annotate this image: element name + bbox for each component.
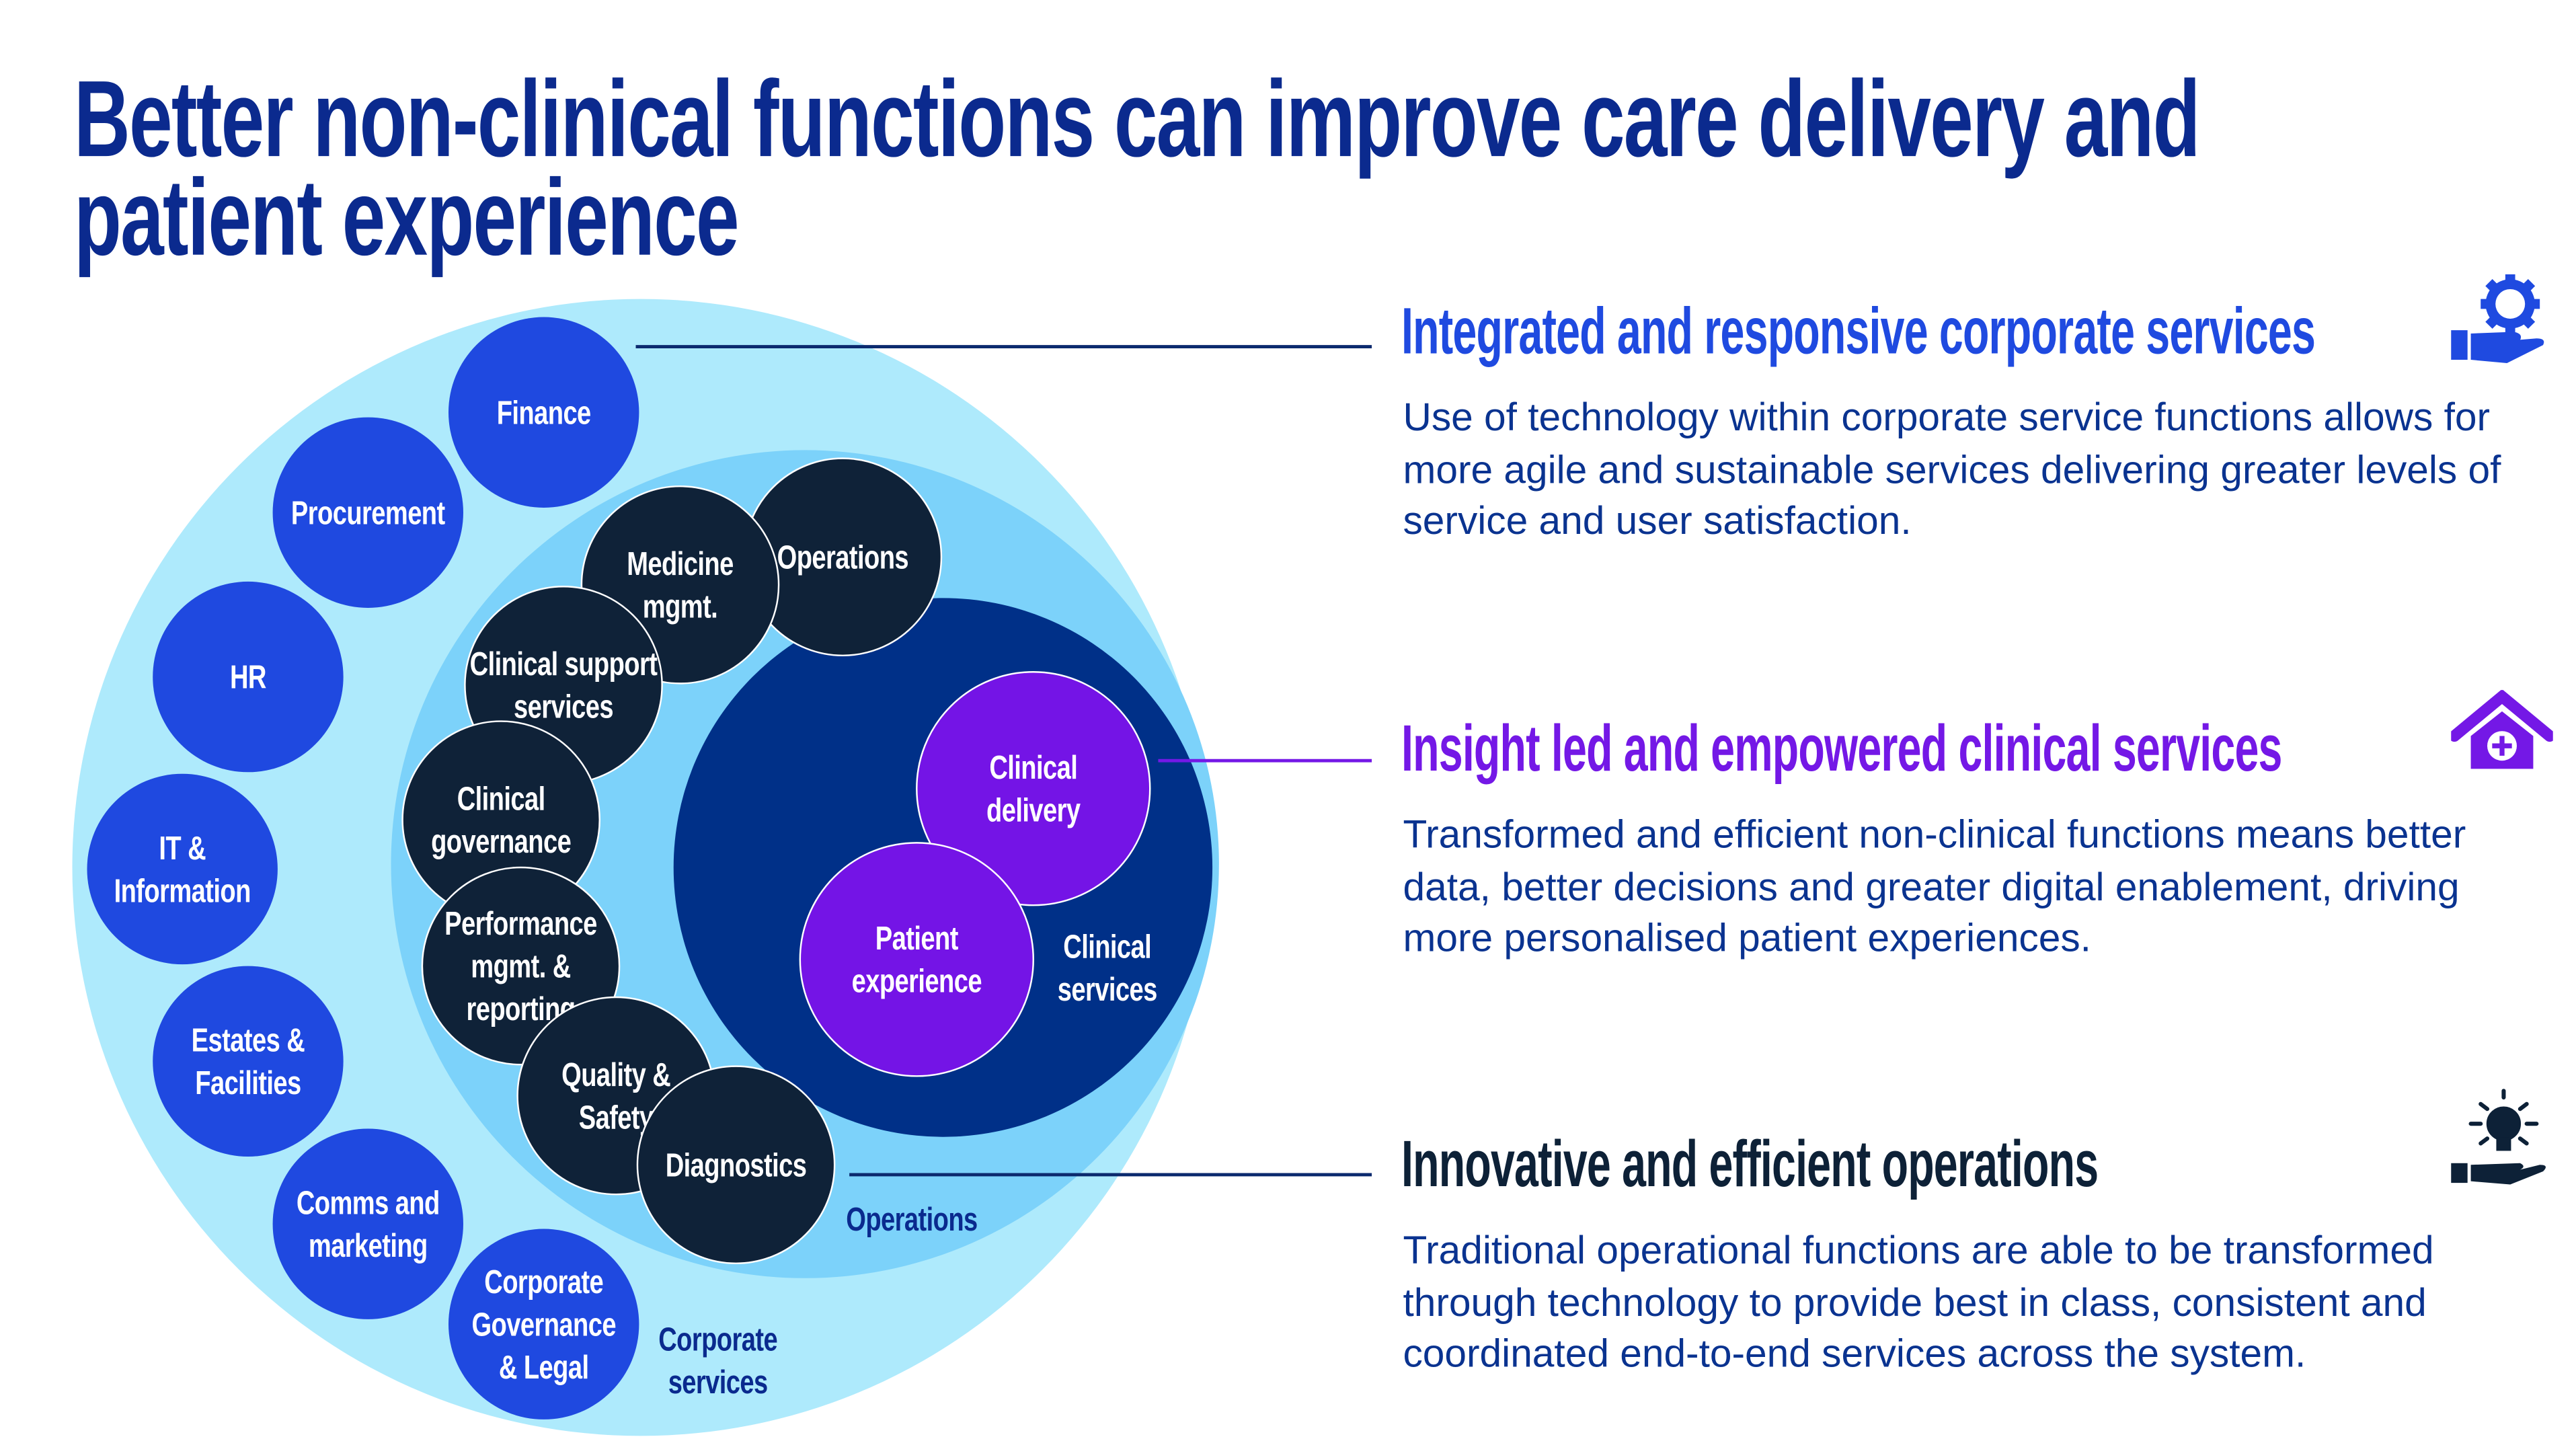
corporate-node-hr: HR [153, 581, 344, 773]
node-label: Finance [497, 395, 591, 432]
section-body: Use of technology within corporate servi… [1403, 395, 2501, 544]
node-circle [153, 966, 344, 1157]
node-circle [153, 581, 344, 773]
operations-label: Operations [846, 1201, 977, 1238]
section-heading: Innovative and efficient operations [1401, 1128, 2099, 1201]
node-label: Procurement [291, 495, 446, 532]
hand-gear-icon [2448, 271, 2549, 373]
node-label: HR [230, 659, 266, 696]
node-circle [448, 317, 639, 508]
node-label: Diagnostics [666, 1147, 807, 1184]
medical-house-icon [2448, 689, 2556, 775]
page-title: Better non-clinical functions can improv… [73, 57, 2201, 278]
node-label: Operations [777, 539, 908, 576]
node-circle [799, 842, 1034, 1077]
section-heading: Insight led and empowered clinical servi… [1401, 713, 2282, 785]
node-circle [87, 773, 278, 965]
node-circle [272, 417, 463, 608]
section-body: Traditional operational functions are ab… [1403, 1229, 2434, 1377]
node-circle [916, 671, 1151, 906]
corporate-node-finance: Finance [448, 317, 639, 508]
hand-lightbulb-icon [2448, 1087, 2549, 1189]
corporate-node-procurement: Procurement [272, 417, 463, 608]
node-label: IT &Information [114, 830, 251, 909]
operations-node-operations: Operations [743, 457, 943, 657]
corporate-node-estates-facilities: Estates &Facilities [153, 966, 344, 1157]
node-label: Quality &Safety [561, 1056, 670, 1136]
section-body: Transformed and efficient non-clinical f… [1403, 813, 2466, 962]
node-circle [272, 1128, 463, 1319]
operations-node-diagnostics: Diagnostics [636, 1065, 836, 1265]
section-heading: Integrated and responsive corporate serv… [1401, 295, 2316, 368]
corporate-node-it-information: IT &Information [87, 773, 278, 965]
node-label: Estates &Facilities [192, 1022, 305, 1101]
node-circle [448, 1229, 639, 1419]
node-circle [636, 1065, 836, 1265]
